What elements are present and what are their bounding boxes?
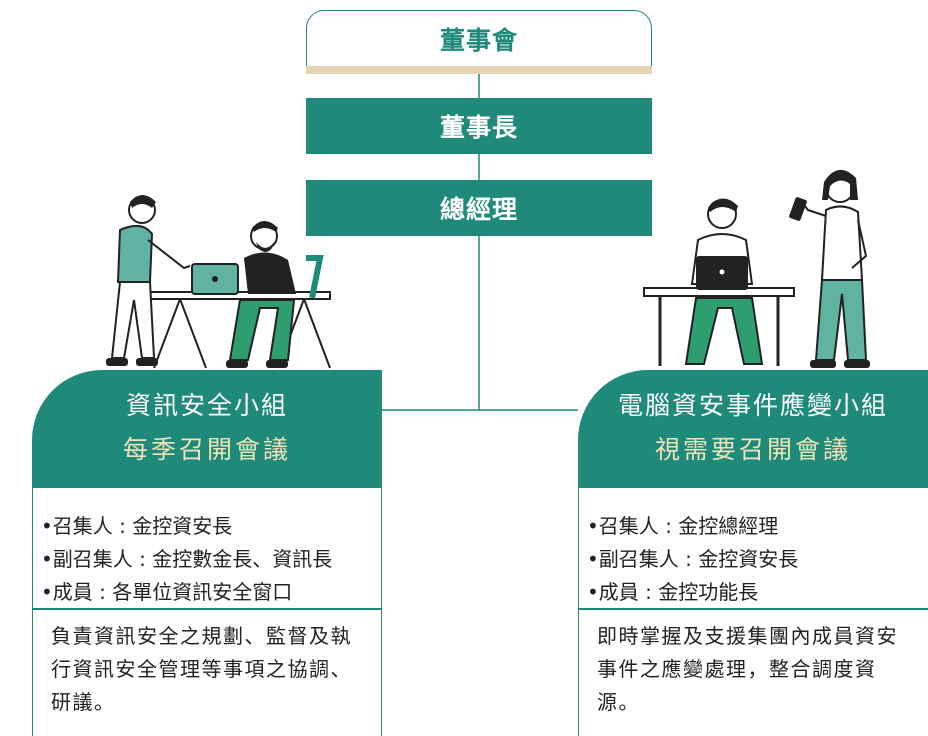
infosec-group-panel: •召集人 : 金控資安長 •副召集人 : 金控數金長、資訊長 •成員 : 各單位… — [32, 488, 382, 736]
incident-response-group-duty: 即時掌握及支援集團內成員資安事件之應變處理，整合調度資源。 — [597, 624, 898, 714]
role-item: •召集人 : 金控總經理 — [587, 514, 779, 538]
board-node: 董事會 — [306, 10, 652, 66]
role-item: •成員 : 金控功能長 — [587, 580, 759, 604]
incident-response-group-header: 電腦資安事件應變小組 視需要召開會議 — [578, 370, 928, 488]
president-node: 總經理 — [306, 180, 652, 236]
incident-response-role-list: •召集人 : 金控總經理 •副召集人 : 金控資安長 •成員 : 金控功能長 — [579, 488, 928, 609]
president-label: 總經理 — [439, 195, 518, 224]
board-label: 董事會 — [439, 25, 518, 55]
role-item: •召集人 : 金控資安長 — [41, 514, 233, 538]
panel-divider — [579, 608, 928, 610]
board-underline — [306, 66, 652, 74]
team-illustration-left — [106, 195, 331, 369]
role-item: •副召集人 : 金控數金長、資訊長 — [41, 547, 333, 571]
role-item: •副召集人 : 金控資安長 — [587, 547, 799, 571]
panel-divider — [33, 608, 381, 610]
chairman-node: 董事長 — [306, 98, 652, 154]
incident-response-group-name: 電腦資安事件應變小組 — [617, 391, 888, 420]
infosec-group-name: 資訊安全小組 — [125, 391, 288, 420]
infosec-group-header: 資訊安全小組 每季召開會議 — [32, 370, 382, 488]
incident-response-group-panel: •召集人 : 金控總經理 •副召集人 : 金控資安長 •成員 : 金控功能長 即… — [578, 488, 928, 736]
role-item: •成員 : 各單位資訊安全窗口 — [41, 580, 293, 604]
incident-response-group-frequency: 視需要召開會議 — [654, 435, 851, 464]
chairman-label: 董事長 — [439, 113, 518, 142]
team-illustration-right — [643, 169, 870, 368]
infosec-group-frequency: 每季召開會議 — [122, 435, 291, 464]
infosec-group-duty: 負責資訊安全之規劃、監督及執行資訊安全管理等事項之協調、研議。 — [51, 624, 352, 714]
infosec-role-list: •召集人 : 金控資安長 •副召集人 : 金控數金長、資訊長 •成員 : 各單位… — [33, 488, 381, 609]
